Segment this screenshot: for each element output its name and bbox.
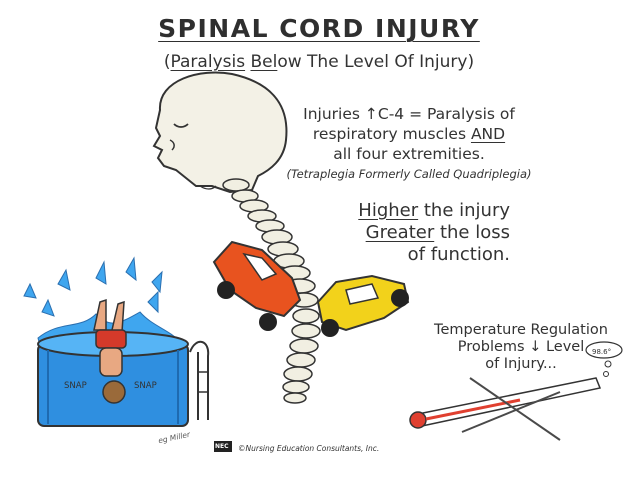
temp-line-3: of Injury... — [485, 356, 557, 372]
higher-word: Higher — [358, 200, 419, 221]
higher-line-2-rest: the loss — [434, 222, 510, 243]
c4-line-2: respiratory muscles AND — [268, 124, 550, 144]
subtitle-below: Bel — [250, 52, 278, 72]
snap-label-right: SNAP — [134, 381, 157, 391]
c4-line-2-and: AND — [470, 125, 506, 143]
temperature-note: Temperature Regulation Problems ↓ Level … — [412, 322, 630, 373]
c4-line-2-pre: respiratory muscles — [312, 125, 471, 143]
subtitle-rest: ow The Level Of Injury) — [277, 52, 475, 72]
snap-label-left: SNAP — [64, 381, 87, 391]
higher-line-1: Higher the injury — [330, 200, 510, 222]
yellow-car-illustration — [316, 274, 410, 337]
temp-line-2-pre: Problems — [457, 339, 530, 355]
c4-line-1-pre: Injuries — [303, 105, 365, 123]
c4-line-1-post: C-4 = Paralysis of — [377, 105, 515, 123]
logo-mark — [214, 441, 232, 452]
skull-illustration — [152, 71, 288, 194]
spine-illustration — [222, 178, 321, 404]
up-arrow-icon: ↑ — [364, 105, 378, 123]
diver-illustration — [93, 298, 127, 404]
higher-line-1-rest: the injury — [418, 200, 510, 221]
temperature-badge: 98.6° — [592, 348, 612, 356]
greater-word: Greater — [365, 222, 435, 243]
temp-line-1: Temperature Regulation — [434, 322, 608, 338]
slide-subtitle: (Paralysis Below The Level Of Injury) — [0, 52, 638, 72]
temp-line-2: Problems ↓ Level — [412, 339, 630, 356]
copyright-notice: ©Nursing Education Consultants, Inc. — [238, 444, 380, 453]
logo-text: NEC — [215, 443, 229, 450]
c4-line-1: Injuries ↑C-4 = Paralysis of — [268, 104, 550, 124]
down-arrow-icon: ↓ — [529, 339, 542, 355]
slide-title: SPINAL CORD INJURY — [158, 14, 480, 43]
injury-c4-note: Injuries ↑C-4 = Paralysis of respiratory… — [268, 104, 550, 184]
orange-car-illustration — [212, 240, 302, 331]
subtitle-open: ( — [163, 52, 171, 72]
subtitle-paralysis: Paralysis — [170, 52, 246, 72]
thermometer-illustration — [409, 341, 623, 441]
temp-line-2-post: Level — [541, 339, 585, 355]
higher-injury-note: Higher the injury Greater the loss of fu… — [330, 200, 510, 266]
higher-line-2: Greater the loss — [330, 222, 510, 244]
higher-line-3: of function. — [407, 244, 510, 265]
tetraplegia-note: (Tetraplegia Formerly Called Quadriplegi… — [286, 167, 532, 181]
c4-line-3: all four extremities. — [333, 145, 485, 163]
